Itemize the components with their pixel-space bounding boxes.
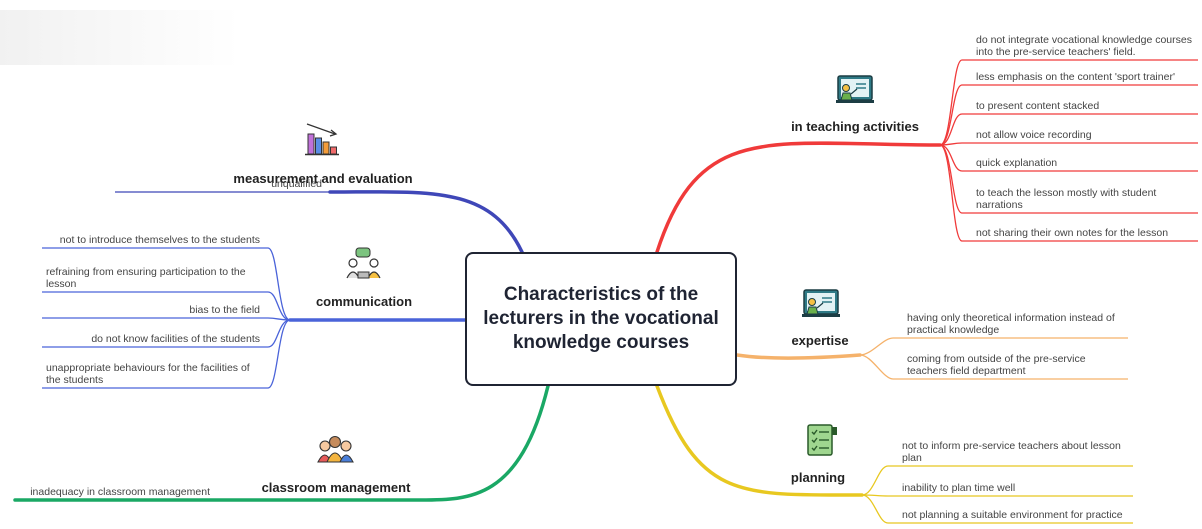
leaf-text: do not know facilities of the students	[91, 333, 260, 345]
leaf-text: plan	[902, 452, 922, 464]
leaf-connector	[939, 84, 1198, 146]
branch-title: planning	[791, 470, 845, 485]
leaf-item: do not know facilities of the students	[42, 319, 291, 348]
leaf-text: do not integrate vocational knowledge co…	[976, 34, 1192, 46]
leaf-item: inability to plan time well	[861, 482, 1133, 497]
group-people-icon	[317, 435, 354, 463]
bar-chart-icon	[305, 123, 339, 156]
leaf-connector	[939, 59, 1198, 146]
presentation-board-icon	[802, 289, 840, 317]
leaf-text: not to inform pre-service teachers about…	[902, 440, 1121, 452]
leaf-text: teachers field department	[907, 365, 1026, 377]
branch-communication: communication not to introduce themselves…	[42, 234, 467, 389]
branch-connector	[655, 141, 942, 254]
leaf-text: not sharing their own notes for the less…	[976, 227, 1168, 239]
leaf-text: not planning a suitable environment for …	[902, 509, 1123, 521]
branch-connector	[13, 384, 550, 502]
central-topic: Characteristics of the lecturers in the …	[465, 252, 737, 386]
leaf-item: unappropriate behaviours for the facilit…	[42, 319, 291, 389]
leaf-text: the students	[46, 374, 103, 386]
branch-title: measurement and evaluation	[233, 171, 412, 186]
leaf-item: quick explanation	[939, 144, 1198, 172]
branch-connector	[735, 353, 862, 360]
checklist-icon	[807, 424, 837, 456]
leaf-text: narrations	[976, 199, 1023, 211]
leaf-item: not to inform pre-service teachers about…	[861, 440, 1133, 496]
central-topic-title: Characteristics of the lecturers in the …	[483, 283, 719, 354]
leaf-connector	[861, 465, 1133, 496]
branch-planning: planning not to inform pre-service teache…	[655, 384, 1133, 524]
leaf-text: having only theoretical information inst…	[907, 312, 1115, 324]
leaf-connector	[859, 354, 1128, 380]
branch-connector	[655, 384, 864, 497]
leaf-item: having only theoretical information inst…	[859, 312, 1128, 356]
leaf-text: less emphasis on the content 'sport trai…	[976, 71, 1175, 83]
leaf-item: to present content stacked	[939, 100, 1198, 146]
leaf-connector	[939, 144, 1198, 172]
leaf-item: unqualified	[115, 178, 334, 193]
leaf-connector	[939, 142, 1198, 146]
branch-expertise: expertise having only theoretical informa…	[735, 289, 1128, 380]
leaf-connector	[859, 337, 1128, 356]
leaf-text: lesson	[46, 278, 77, 290]
leaf-item: not allow voice recording	[939, 129, 1198, 146]
leaf-text: unqualified	[271, 178, 322, 190]
leaf-item: not to introduce themselves to the stude…	[42, 234, 291, 321]
leaf-text: not allow voice recording	[976, 129, 1092, 141]
leaf-connector	[939, 144, 1198, 242]
leaf-text: inadequacy in classroom management	[30, 486, 210, 498]
branch-title: communication	[316, 294, 412, 309]
leaf-text: quick explanation	[976, 157, 1057, 169]
leaf-text: refraining from ensuring participation t…	[46, 266, 246, 278]
leaf-connector	[42, 317, 291, 321]
leaf-text: coming from outside of the pre-service	[907, 353, 1086, 365]
leaf-text: unappropriate behaviours for the facilit…	[46, 362, 250, 374]
leaf-item: coming from outside of the pre-servicete…	[859, 353, 1128, 380]
leaf-item: refraining from ensuring participation t…	[42, 266, 291, 321]
leaf-text: practical knowledge	[907, 324, 999, 336]
leaf-connector	[42, 291, 291, 321]
branch-classroom-management: classroom management inadequacy in classr…	[13, 384, 550, 502]
branch-title: expertise	[791, 333, 848, 348]
leaf-text: not to introduce themselves to the stude…	[60, 234, 260, 246]
leaf-item: to teach the lesson mostly with studentn…	[939, 144, 1198, 214]
leaf-text: into the pre-service teachers' field.	[976, 46, 1136, 58]
leaf-text: bias to the field	[189, 304, 260, 316]
leaf-text: inability to plan time well	[902, 482, 1015, 494]
leaf-connector	[42, 319, 291, 389]
leaf-item: bias to the field	[42, 304, 291, 321]
teacher-board-icon	[836, 75, 874, 103]
leaf-text: to teach the lesson mostly with student	[976, 187, 1156, 199]
conversation-icon	[346, 247, 381, 279]
leaf-text: to present content stacked	[976, 100, 1099, 112]
leaf-item: not sharing their own notes for the less…	[939, 144, 1198, 242]
leaf-connector	[939, 113, 1198, 146]
branch-title: classroom management	[262, 480, 412, 495]
leaf-connector	[42, 247, 291, 321]
leaf-connector	[42, 319, 291, 348]
leaf-connector	[861, 494, 1133, 524]
branch-title: in teaching activities	[791, 119, 919, 134]
leaf-item: inadequacy in classroom management	[18, 486, 421, 501]
leaf-connector	[861, 494, 1133, 497]
branch-connector	[328, 190, 524, 254]
leaf-item: less emphasis on the content 'sport trai…	[939, 71, 1198, 146]
branch-in-teaching-activities: in teaching activities do not integrate v…	[655, 34, 1198, 254]
leaf-item: not planning a suitable environment for …	[861, 494, 1133, 524]
leaf-item: do not integrate vocational knowledge co…	[939, 34, 1198, 146]
